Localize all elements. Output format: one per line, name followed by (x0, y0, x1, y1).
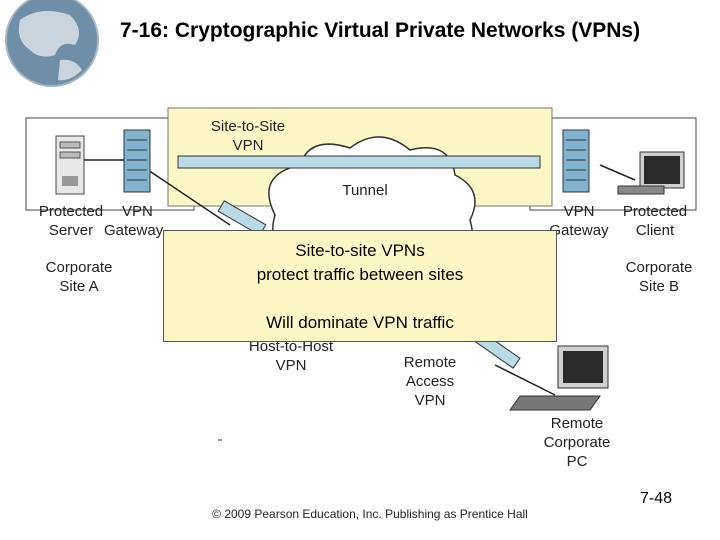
corporate-site-b-label: Corporate Site B (625, 259, 693, 295)
corporate-site-a-label: Corporate Site A (45, 259, 113, 295)
protected-client-pc-icon (617, 151, 685, 195)
protected-client-label: Protected Client (622, 203, 688, 239)
tunnel-label: Tunnel (342, 182, 388, 199)
remote-corporate-pc-icon (509, 345, 609, 411)
host-to-host-tube (217, 200, 267, 236)
vpn-gateway-a-icon (123, 129, 151, 193)
callout-line-3: Will dominate VPN traffic (266, 313, 454, 332)
link-host-to-host (144, 167, 231, 226)
copyright-footer: © 2009 Pearson Education, Inc. Publishin… (212, 507, 528, 521)
remote-corporate-pc-label: Remote Corporate PC (543, 415, 611, 470)
callout-box: Site-to-site VPNs protect traffic betwee… (163, 230, 557, 342)
slide-title: 7-16: Cryptographic Virtual Private Netw… (120, 19, 641, 42)
page-number: 7-48 (640, 490, 673, 507)
site-to-site-vpn-label: Site-to-Site VPN (210, 118, 286, 154)
vpn-gateway-b-icon (562, 129, 590, 193)
link-gateway-client (599, 164, 636, 181)
tunnel-tube (177, 155, 541, 169)
callout-line-1: Site-to-site VPNs (295, 241, 425, 260)
globe-icon (5, 0, 99, 87)
link-remote-pc (494, 364, 556, 396)
protected-server-icon (55, 135, 85, 195)
protected-server-label: Protected Server (38, 203, 104, 239)
remote-access-vpn-label: Remote Access VPN (403, 354, 457, 409)
host-to-host-vpn-label: Host-to-Host VPN (248, 338, 334, 374)
vpn-gateway-a-label: VPN Gateway (104, 203, 164, 239)
vpn-gateway-b-label: VPN Gateway (549, 203, 609, 239)
callout-line-2: protect traffic between sites (256, 265, 464, 284)
